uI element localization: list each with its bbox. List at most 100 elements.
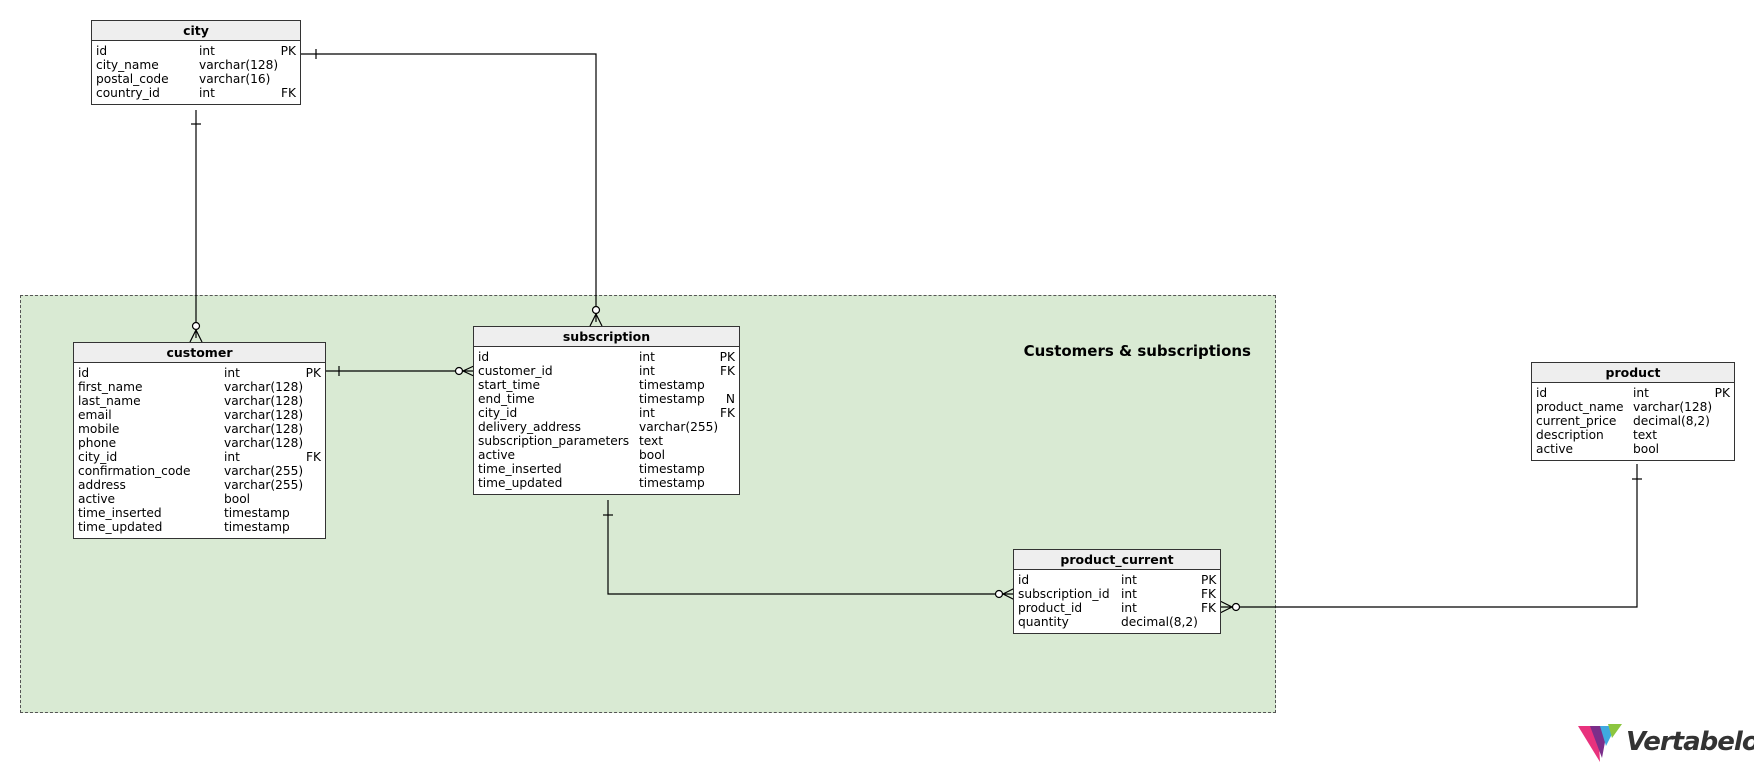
column-type: text — [639, 434, 664, 448]
column-key — [304, 492, 321, 506]
table-product-title: product — [1532, 363, 1734, 383]
column-key: PK — [1201, 573, 1217, 587]
column-type: bool — [224, 492, 251, 506]
column-name: time_updated — [78, 520, 163, 534]
column-key: FK — [719, 406, 735, 420]
column-name: mobile — [78, 422, 120, 436]
column-key — [719, 448, 735, 462]
subject-area-title: Customers & subscriptions — [1023, 342, 1251, 360]
column-type: int — [639, 364, 655, 378]
column-type: timestamp — [224, 520, 290, 534]
table-city-title: city — [92, 21, 300, 41]
column-name: id — [96, 44, 108, 58]
column-type: varchar(128) — [1633, 400, 1713, 414]
column-key — [304, 408, 321, 422]
column-key — [304, 506, 321, 520]
rel-city-subscription-many-mark — [589, 312, 603, 327]
column-key — [279, 58, 296, 72]
column-type: varchar(128) — [224, 380, 304, 394]
column-row: subscription_parameters text — [478, 434, 735, 448]
column-key — [304, 436, 321, 450]
column-type: varchar(128) — [199, 58, 279, 72]
column-key: N — [725, 392, 735, 406]
column-key: FK — [305, 450, 321, 464]
column-key — [304, 478, 321, 492]
column-type: varchar(255) — [639, 420, 719, 434]
column-key — [719, 462, 735, 476]
column-row: phone varchar(128) — [78, 436, 321, 450]
column-type: int — [1121, 587, 1137, 601]
column-name: subscription_parameters — [478, 434, 630, 448]
table-customer-title: customer — [74, 343, 325, 363]
column-name: phone — [78, 436, 117, 450]
column-type: decimal(8,2) — [1121, 615, 1198, 629]
column-key — [1713, 414, 1730, 428]
column-name: active — [78, 492, 116, 506]
column-type: varchar(128) — [224, 408, 304, 422]
column-row: delivery_address varchar(255) — [478, 420, 735, 434]
column-type: int — [639, 350, 655, 364]
column-name: time_inserted — [478, 462, 562, 476]
column-key — [719, 378, 735, 392]
column-key: FK — [1201, 601, 1217, 615]
column-type: bool — [639, 448, 666, 462]
column-type: int — [1633, 386, 1649, 400]
column-key — [1713, 428, 1730, 442]
column-type: varchar(255) — [224, 464, 304, 478]
column-key — [1201, 615, 1216, 629]
column-key — [304, 422, 321, 436]
column-type: varchar(16) — [199, 72, 271, 86]
column-name: delivery_address — [478, 420, 581, 434]
vertabelo-logo-icon — [1578, 724, 1622, 762]
column-type: int — [1121, 573, 1137, 587]
column-type: timestamp — [639, 392, 705, 406]
rel-product-product-current-many-mark — [1219, 600, 1234, 614]
column-name: country_id — [96, 86, 160, 100]
column-name: id — [1018, 573, 1030, 587]
column-row: city_name varchar(128) — [96, 58, 296, 72]
column-name: id — [78, 366, 90, 380]
column-key: FK — [719, 364, 735, 378]
column-row: postal_code varchar(16) — [96, 72, 296, 86]
column-type: varchar(128) — [224, 436, 304, 450]
column-type: timestamp — [639, 476, 705, 490]
column-type: int — [639, 406, 655, 420]
column-name: city_name — [96, 58, 159, 72]
column-type: varchar(255) — [224, 478, 304, 492]
column-name: active — [1536, 442, 1574, 456]
column-type: int — [199, 44, 215, 58]
column-key — [304, 464, 321, 478]
column-name: postal_code — [96, 72, 169, 86]
column-type: int — [199, 86, 215, 100]
column-key — [1713, 400, 1730, 414]
column-row: time_updated timestamp — [78, 520, 321, 534]
column-key: FK — [1201, 587, 1217, 601]
rel-subscription-product-current-many-mark — [1001, 587, 1016, 601]
column-key — [304, 394, 321, 408]
column-type: varchar(128) — [224, 394, 304, 408]
column-name: last_name — [78, 394, 141, 408]
rel-subscription-product-current-zero-mark — [994, 589, 1004, 599]
rel-city-subscription — [301, 53, 597, 322]
